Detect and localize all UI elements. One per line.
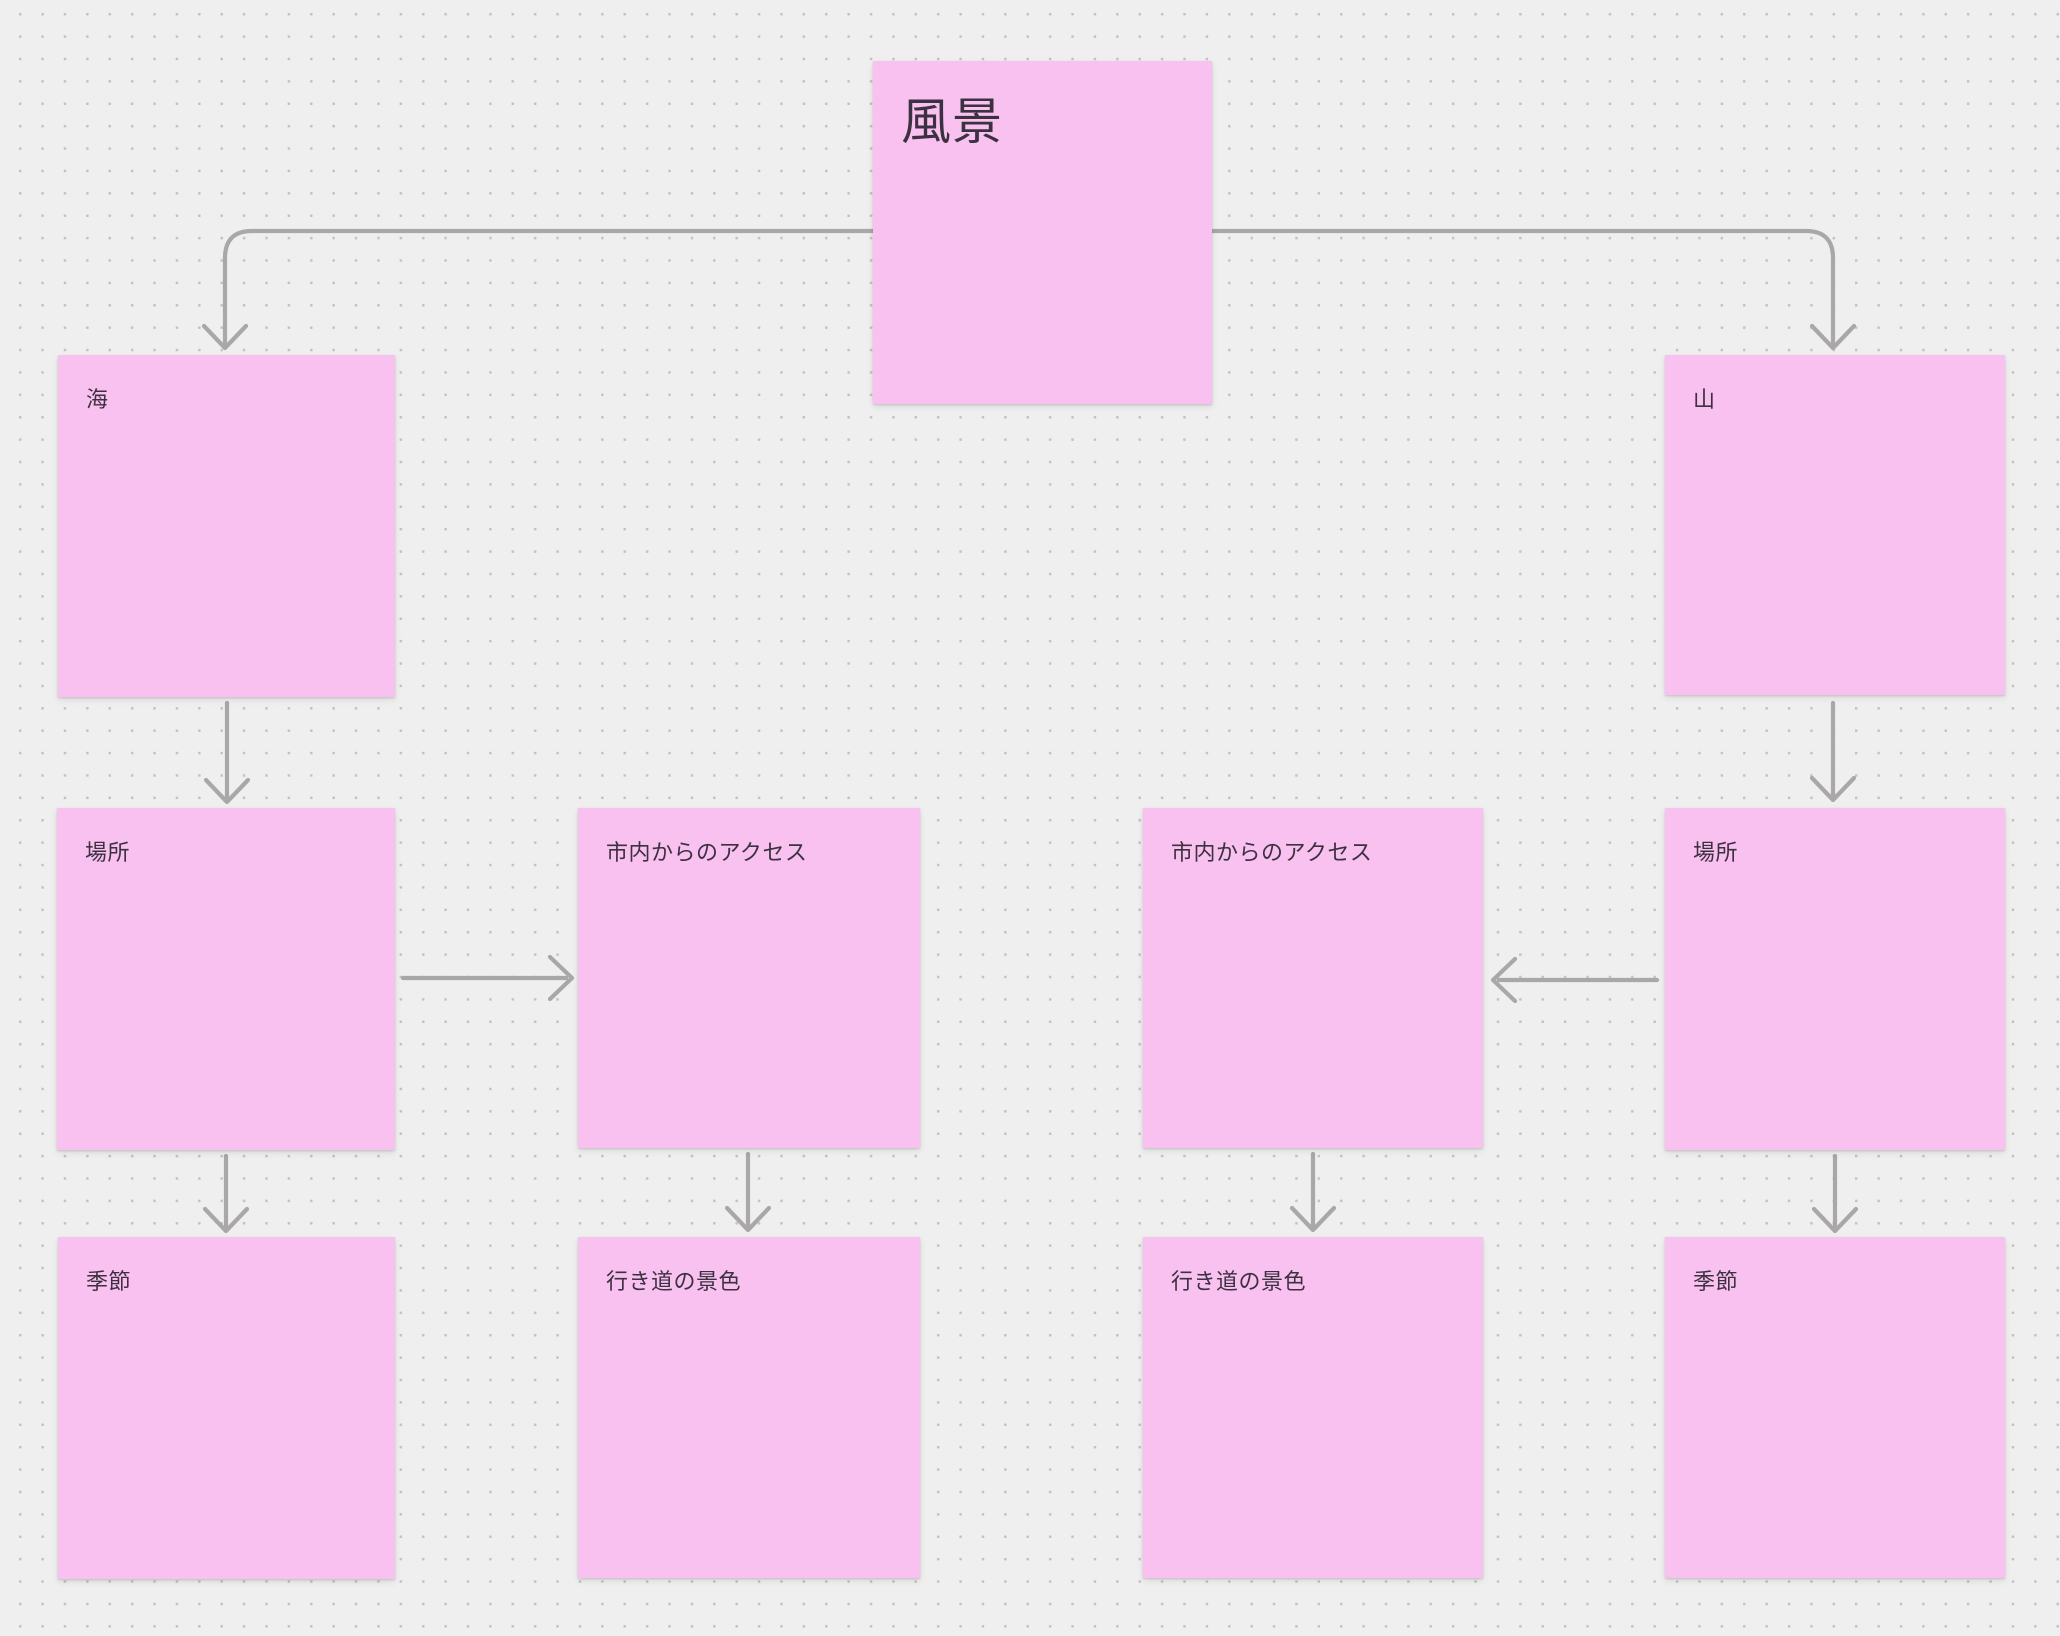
connector-sea-access-route-view[interactable] bbox=[724, 1151, 772, 1233]
sticky-note-mountain-access-label: 市内からのアクセス bbox=[1171, 840, 1373, 865]
connector-mountain-place-season[interactable] bbox=[1811, 1153, 1859, 1234]
sticky-note-sea-place-label: 場所 bbox=[85, 840, 131, 865]
sticky-note-root-label: 風景 bbox=[901, 94, 1003, 150]
sticky-note-sea-access-label: 市内からのアクセス bbox=[606, 840, 808, 865]
sticky-note-sea-label: 海 bbox=[86, 387, 109, 412]
connector-mountain-place[interactable] bbox=[1809, 700, 1857, 803]
connector-sea-place-access[interactable] bbox=[400, 954, 575, 1002]
sticky-note-mountain-label: 山 bbox=[1693, 387, 1716, 412]
connector-mountain-place-access[interactable] bbox=[1490, 956, 1660, 1004]
sticky-note-mountain-place-label: 場所 bbox=[1693, 840, 1739, 865]
sticky-note-sea-season[interactable]: 季節 bbox=[58, 1237, 395, 1579]
sticky-note-mountain-access[interactable]: 市内からのアクセス bbox=[1143, 808, 1483, 1148]
connector-sea-place[interactable] bbox=[203, 700, 251, 805]
connector-root-mountain[interactable] bbox=[1209, 228, 1857, 351]
sticky-note-sea[interactable]: 海 bbox=[58, 355, 395, 697]
connector-mountain-access-route-view[interactable] bbox=[1289, 1151, 1337, 1233]
sticky-note-sea-place[interactable]: 場所 bbox=[57, 808, 395, 1150]
sticky-note-sea-access[interactable]: 市内からのアクセス bbox=[578, 808, 920, 1148]
sticky-note-sea-season-label: 季節 bbox=[86, 1269, 132, 1294]
sticky-note-root[interactable]: 風景 bbox=[873, 61, 1212, 404]
sticky-note-mountain-season-label: 季節 bbox=[1693, 1269, 1739, 1294]
sticky-note-mountain-route-view[interactable]: 行き道の景色 bbox=[1143, 1237, 1483, 1578]
sticky-note-sea-route-view-label: 行き道の景色 bbox=[606, 1269, 742, 1294]
sticky-note-mountain-place[interactable]: 場所 bbox=[1665, 808, 2005, 1150]
sticky-note-sea-route-view[interactable]: 行き道の景色 bbox=[578, 1237, 920, 1578]
connector-root-sea[interactable] bbox=[201, 228, 876, 351]
sticky-note-mountain-season[interactable]: 季節 bbox=[1665, 1237, 2005, 1578]
sticky-note-mountain-route-view-label: 行き道の景色 bbox=[1171, 1269, 1307, 1294]
connector-sea-place-season[interactable] bbox=[202, 1153, 250, 1234]
sticky-note-mountain[interactable]: 山 bbox=[1665, 355, 2005, 695]
